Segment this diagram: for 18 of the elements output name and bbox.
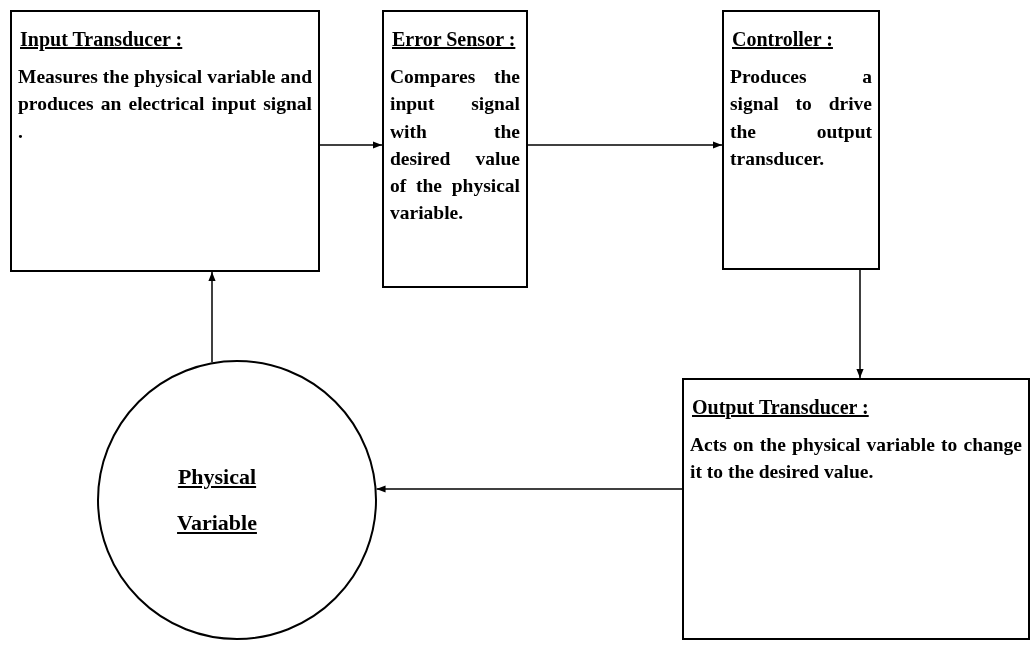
arrow <box>527 141 723 149</box>
arrow <box>319 141 383 149</box>
node-description: Produces a signal to drive the output transducer. <box>730 65 872 171</box>
node-heading: Controller : <box>732 28 834 51</box>
node-heading: Input Transducer : <box>20 28 184 51</box>
arrow <box>208 271 216 363</box>
node-heading: Error Sensor : <box>392 28 517 51</box>
arrow <box>375 485 683 493</box>
process-box <box>722 10 880 270</box>
node-description: Measures the physical variable and produces an electrical input signal . <box>18 65 312 144</box>
arrow <box>856 269 864 379</box>
process-box <box>682 378 1030 640</box>
node-heading: Output Transducer : <box>692 396 870 419</box>
process-box <box>10 10 320 272</box>
node-description: Compares the input signal with the desired value of the physical variable. <box>390 65 520 226</box>
process-box <box>382 10 528 288</box>
node-label: Physical Variable <box>176 462 258 537</box>
node-description: Acts on the physical variable to change it to the desired value. <box>690 433 1022 485</box>
